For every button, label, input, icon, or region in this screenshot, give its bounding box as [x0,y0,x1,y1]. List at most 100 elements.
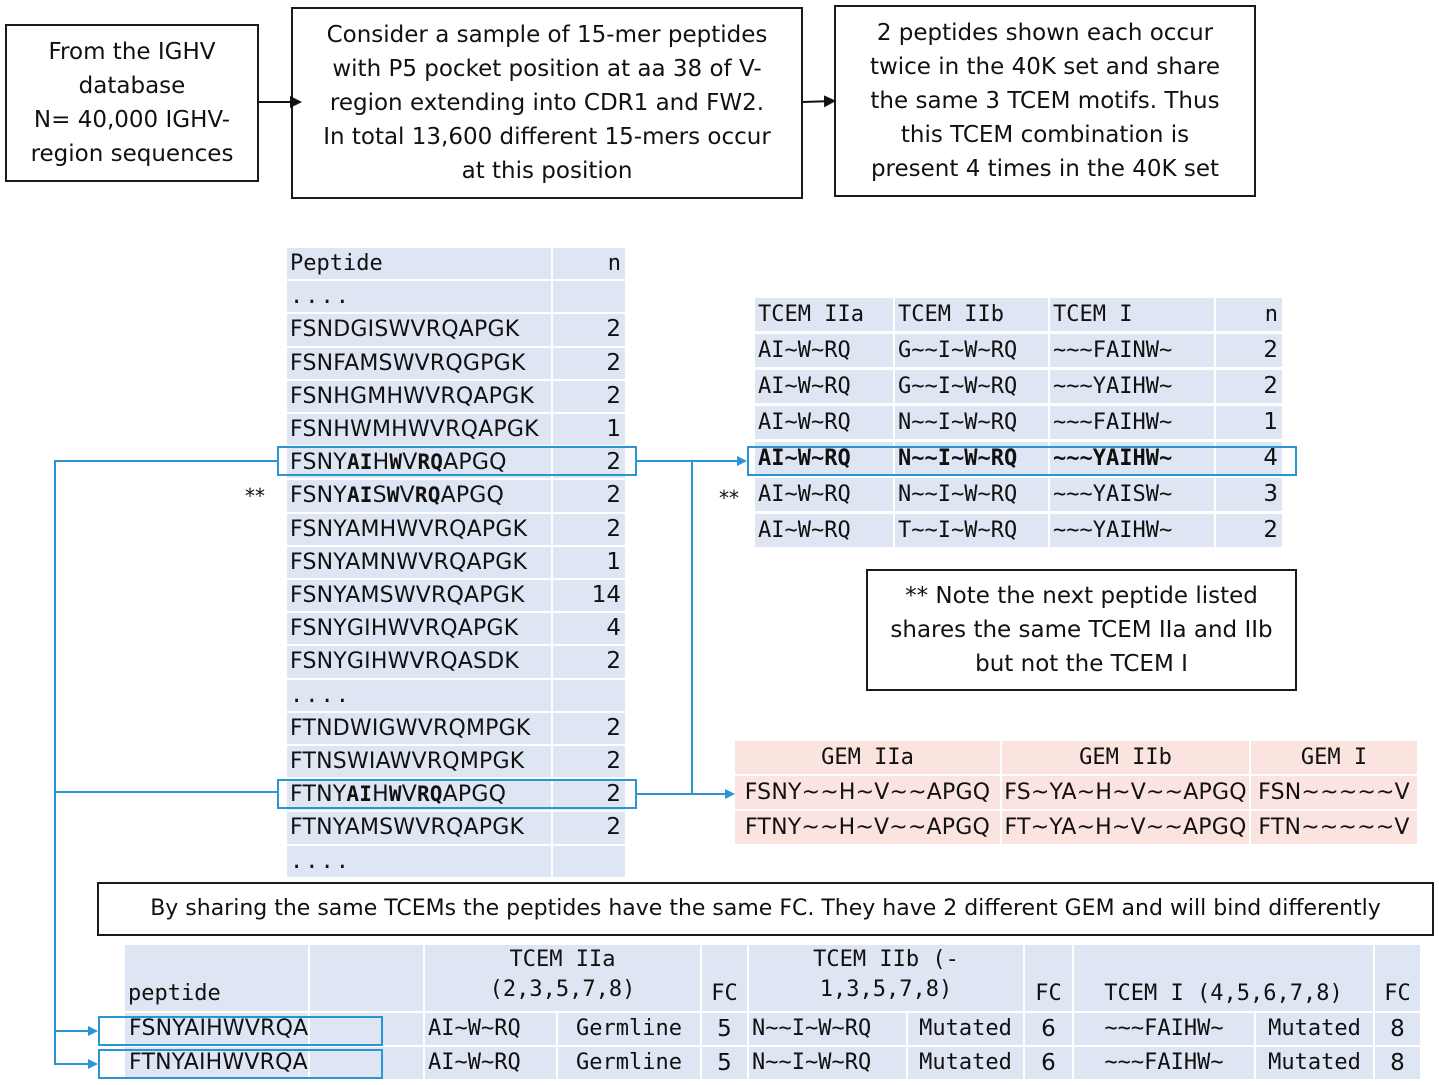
peptide-cell: FSNFAMSWVRQGPGK [287,347,551,379]
fc-tcem1-status: Mutated [1256,1047,1373,1079]
peptide-count: 2 [553,779,625,811]
peptide-segment: FSNY [290,450,347,476]
peptide-cell: FSNYGIHWVRQAPGK [287,613,551,645]
peptide-count: 4 [553,613,625,645]
marker-stars-peptide: ** [245,484,265,508]
gem-motif: FTNY~~H~V~~APGQ [735,811,1000,844]
shared-motif-box: 2 peptides shown each occur twice in the… [834,5,1256,197]
tcem-motif: AI~W~RQ [755,478,893,511]
fc-header-fc2: FC [1025,945,1072,1011]
connector-ftny-to-fc [54,791,277,1069]
gem-header: GEM IIb [1002,741,1249,774]
peptide-cell: FSNHWMHWVRQAPGK [287,414,551,446]
tcem-motif: ~~~YAIHW~ [1050,514,1214,547]
bold-motif: RQ [417,450,444,475]
peptide-count: 2 [553,447,625,479]
fc-header-tcem2b: TCEM IIb (- 1,3,5,7,8) [749,945,1023,1011]
highlight-peptide-fsny [277,446,637,476]
peptide-count: 2 [553,380,625,412]
fc-tcem1-status: Mutated [1256,1013,1373,1045]
bold-motif: W [388,782,402,807]
fc-header-fc3: FC [1375,945,1420,1011]
connector-fsny-to-fc [54,460,277,1036]
tcem-motif: ~~~YAISW~ [1050,478,1214,511]
tcem-motif: G~~I~W~RQ [895,334,1048,367]
fc-header-peptide: peptide [125,945,308,1011]
peptide-segment: APGQ [443,450,507,476]
bold-motif: AI [346,782,373,807]
gem-motif: FSN~~~~~V [1251,776,1417,809]
tcem-motif: N~~I~W~RQ [895,406,1048,439]
peptide-count: 2 [553,746,625,778]
arrow-box2-to-box3 [802,95,836,108]
peptide-count: 2 [553,513,625,545]
peptide-segment: APGQ [440,483,505,509]
tcem-motif: AI~W~RQ [755,406,893,439]
fc-value: 8 [1375,1047,1420,1079]
highlight-fc-row-1 [98,1016,383,1046]
fc-value: 5 [702,1013,747,1045]
peptide-cell: FTNSWIAWVRQMPGK [287,746,551,778]
peptide-count [553,845,625,877]
fc-tcem2b-status: Mutated [908,1013,1023,1045]
tcem-motif: ~~~YAIHW~ [1050,370,1214,403]
fc-value: 6 [1025,1013,1072,1045]
peptide-count: 14 [553,580,625,612]
gem-motif: FT~YA~H~V~~APGQ [1002,811,1249,844]
tcem-count: 2 [1216,370,1282,403]
peptide-cell: .... [287,281,551,313]
peptide-count [553,281,625,313]
source-database-box: From the IGHV database N= 40,000 IGHV- r… [5,24,259,182]
tcem-count: 2 [1216,514,1282,547]
tcem-motif: T~~I~W~RQ [895,514,1048,547]
peptide-count: 1 [553,546,625,578]
peptide-count [553,679,625,711]
peptide-count: 2 [553,347,625,379]
peptide-cell: FTNYAIHWVRQAPGQ [287,779,551,811]
gem-header: GEM IIa [735,741,1000,774]
tcem-motif: AI~W~RQ [755,514,893,547]
fc-peptide: FTNYAIHWVRQAPGQ [125,1047,308,1079]
tcem-motif: ~~~FAIHW~ [1050,406,1214,439]
highlight-peptide-ftny [277,779,637,809]
fc-tcem2a-motif: AI~W~RQ [425,1013,556,1045]
fc-value: 5 [702,1047,747,1079]
note-box: ** Note the next peptide listed shares t… [866,569,1297,691]
fc-tcem2b-motif: N~~I~W~RQ [749,1013,906,1045]
tcem-header: TCEM I [1050,298,1214,331]
peptide-cell: FSNYAMSWVRQAPGK [287,580,551,612]
peptide-cell: .... [287,679,551,711]
peptide-count: 2 [553,712,625,744]
fc-header-tcem2a: TCEM IIa (2,3,5,7,8) [425,945,700,1011]
peptide-segment: FSNY [290,483,347,509]
fc-value: 8 [1375,1013,1420,1045]
peptide-cell: FSNDGISWVRQAPGK [287,314,551,346]
peptide-cell: FSNYAIHWVRQAPGQ [287,447,551,479]
peptide-segment: S [372,483,387,509]
gem-motif: FS~YA~H~V~~APGQ [1002,776,1249,809]
peptide-segment: H [372,450,390,476]
peptide-segment: FTNY [290,782,347,808]
tcem-motif: G~~I~W~RQ [895,370,1048,403]
tcem-count: 1 [1216,406,1282,439]
fc-row-spacer [310,1047,423,1079]
peptide-cell: FSNYAMNWVRQAPGK [287,546,551,578]
peptide-count: 2 [553,480,625,512]
peptide-cell: FSNYAMHWVRQAPGK [287,513,551,545]
tcem-motif: N~~I~W~RQ [895,478,1048,511]
tcem-header: TCEM IIa [755,298,893,331]
sample-description-box: Consider a sample of 15-mer peptides wit… [291,7,803,199]
tcem-header: TCEM IIb [895,298,1048,331]
fc-value: 6 [1025,1047,1072,1079]
tcem-count: 3 [1216,478,1282,511]
peptide-header: Peptide [287,248,551,280]
peptide-count: 2 [553,314,625,346]
bold-motif: RQ [414,483,441,508]
gem-motif: FTN~~~~~V [1251,811,1417,844]
tcem-motif: ~~~FAINW~ [1050,334,1214,367]
peptide-count: 2 [553,646,625,678]
bold-motif: RQ [416,782,443,807]
fc-tcem2b-status: Mutated [908,1047,1023,1079]
fc-tcem2b-motif: N~~I~W~RQ [749,1047,906,1079]
